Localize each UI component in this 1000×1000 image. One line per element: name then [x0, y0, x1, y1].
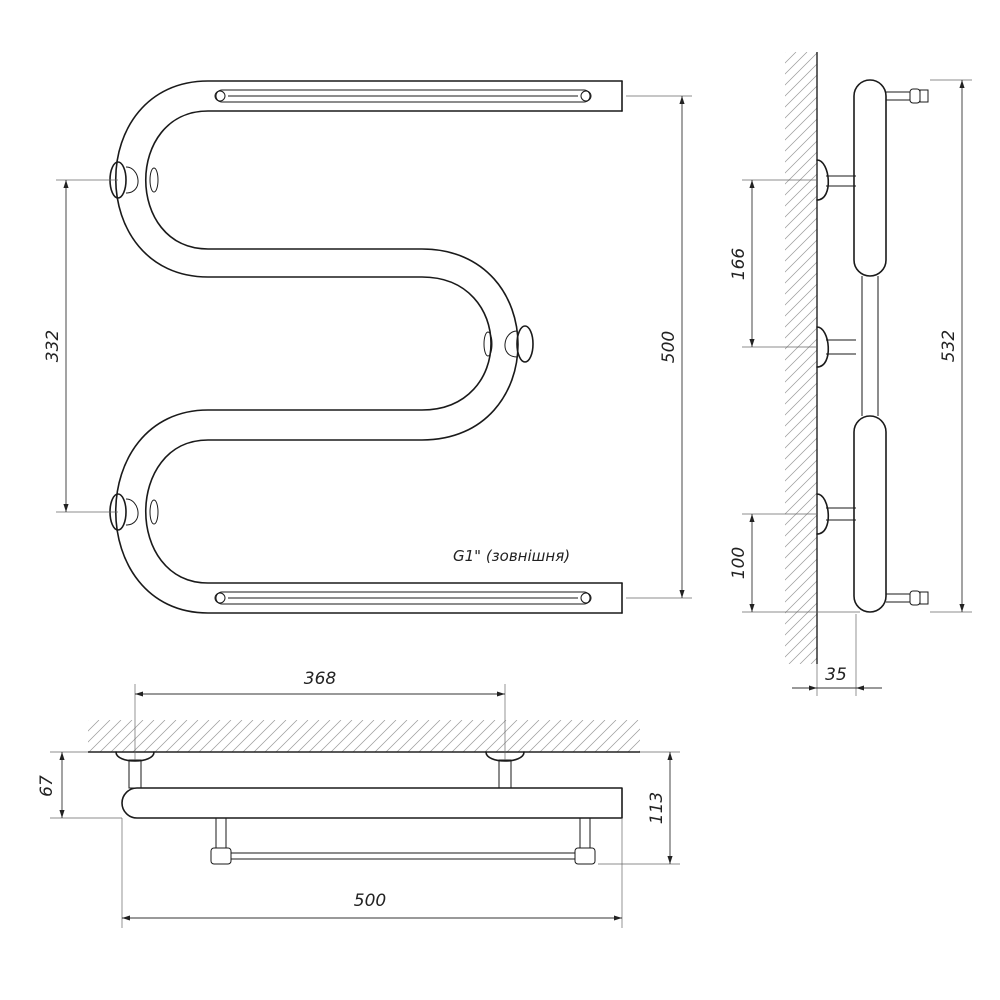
thread-note: G1" (зовнішня): [453, 547, 570, 565]
bottom-shelf-bar: [214, 591, 592, 605]
dimension-368: 368: [134, 669, 506, 760]
side-wall-hatch: [785, 52, 817, 664]
dimension-label-35: 35: [825, 665, 847, 685]
wall-mount-middle: [483, 325, 534, 363]
dimension-100: 100: [729, 513, 860, 613]
dimension-label-532: 532: [939, 330, 959, 362]
top-pipe: [121, 787, 623, 819]
side-mount-lower: [816, 493, 856, 535]
dimension-label-500-height: 500: [659, 331, 679, 363]
dimension-332: 332: [43, 179, 118, 513]
dimension-35: 35: [792, 614, 882, 696]
dimension-label-368: 368: [304, 669, 337, 689]
side-pipe-upper: [853, 79, 887, 277]
side-fitting-bottom: [886, 590, 929, 606]
dimension-532: 532: [930, 79, 972, 613]
dimension-label-113: 113: [647, 792, 667, 824]
side-fitting-top: [886, 88, 929, 104]
dimension-67: 67: [37, 751, 122, 819]
dimension-label-166: 166: [729, 248, 749, 281]
side-pipe-lower: [853, 415, 887, 613]
side-mount-upper: [816, 159, 856, 201]
side-view: 166 100 532 35: [729, 52, 972, 696]
dimension-113: 113: [598, 751, 680, 865]
dimension-label-500-width: 500: [354, 891, 386, 911]
dimension-label-100: 100: [729, 547, 749, 579]
dimension-500-height: 500: [626, 95, 692, 599]
dimension-label-67: 67: [37, 775, 57, 797]
dimension-label-332: 332: [43, 330, 63, 362]
top-view: 368 67 113 500: [37, 669, 680, 928]
top-wall-hatch: [88, 720, 640, 752]
top-shelf-bar: [214, 89, 592, 103]
dimension-166: 166: [729, 179, 817, 348]
front-view: 332 500 G1" (зовнішня): [43, 80, 692, 614]
pipe-inner-outline: [144, 110, 623, 584]
side-mount-middle: [816, 326, 856, 368]
dimension-500-width: 500: [121, 818, 623, 928]
top-shelf-bar-plan: [210, 817, 596, 865]
pipe-outer-outline: [114, 80, 623, 614]
